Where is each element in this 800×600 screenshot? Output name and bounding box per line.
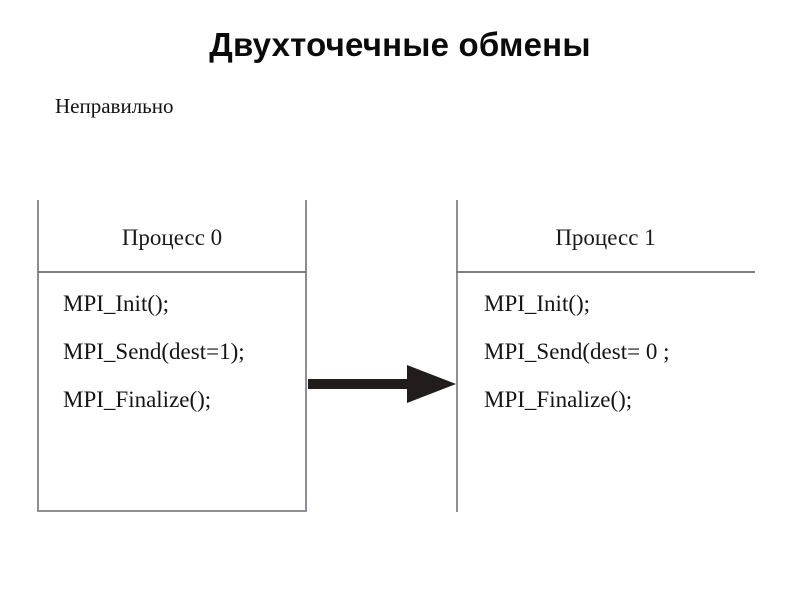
code-line: MPI_Send(dest=1); (63, 339, 245, 364)
code-line: MPI_Finalize(); (63, 387, 212, 412)
panel-left-header-divider (37, 271, 307, 273)
send-arrow-icon (308, 365, 456, 403)
panel-right-header-divider (456, 271, 755, 273)
panel-right-outer-rule (456, 200, 458, 512)
process-panel-right-header: Процесс 1 (555, 225, 656, 250)
process-panel-left: Процесс 0 MPI_Init(); MPI_Send(dest=1); … (37, 200, 307, 512)
code-line: MPI_Init(); (63, 291, 170, 316)
panel-left-outer-rule (37, 200, 39, 512)
slide-subtitle: Неправильно (55, 94, 174, 118)
process-panel-right: Процесс 1 MPI_Init(); MPI_Send(dest= 0 ;… (456, 200, 755, 512)
code-line: MPI_Send(dest= 0 ; (484, 339, 670, 364)
page-title: Двухточечные обмены (209, 26, 591, 63)
process-panel-left-header: Процесс 0 (121, 225, 223, 250)
process-panel-left-code: MPI_Init(); MPI_Send(dest=1); MPI_Finali… (37, 290, 333, 434)
code-line: MPI_Finalize(); (484, 387, 633, 412)
panel-left-bottom-rule (37, 510, 307, 512)
panel-left-inner-rule (305, 200, 307, 512)
process-panel-right-code: MPI_Init(); MPI_Send(dest= 0 ; MPI_Final… (456, 290, 783, 434)
code-line: MPI_Init(); (484, 291, 591, 316)
